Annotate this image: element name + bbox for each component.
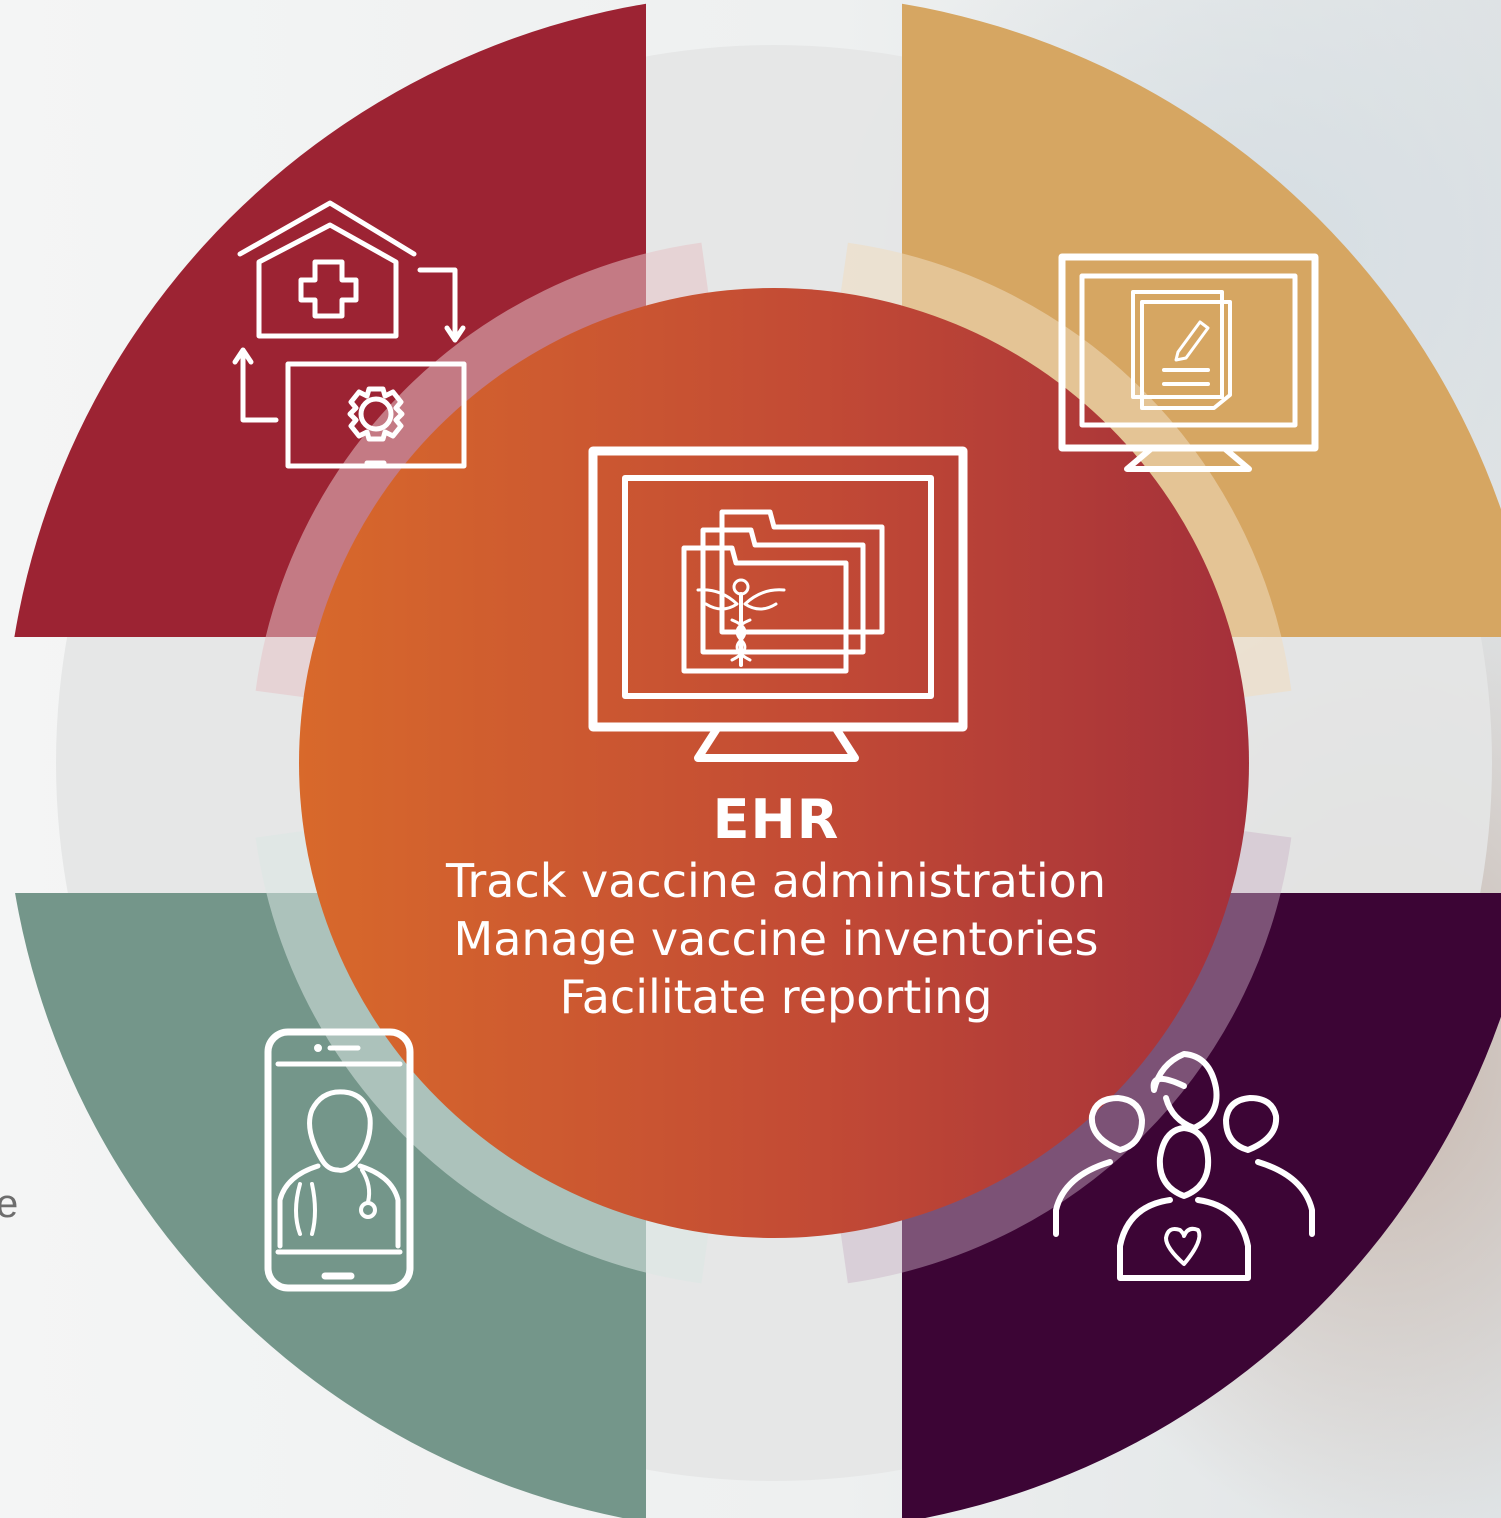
hub-line-tracking: Track vaccine administration	[446, 854, 1106, 908]
telehealth-phone-icon	[264, 1028, 414, 1292]
partial-side-text: e	[0, 1182, 19, 1226]
hub-line-inventory: Manage vaccine inventories	[453, 912, 1099, 966]
ehr-monitor-icon	[588, 446, 968, 762]
hub-title: EHR	[712, 788, 840, 851]
hub-circle	[299, 288, 1249, 1238]
desktop-document-icon	[1058, 253, 1319, 472]
hospital-workflow-icon	[232, 200, 467, 469]
hub-line-reporting: Facilitate reporting	[559, 970, 993, 1024]
hub-functions: Track vaccine administration Manage vacc…	[376, 852, 1176, 1026]
community-care-icon	[1053, 1051, 1315, 1281]
